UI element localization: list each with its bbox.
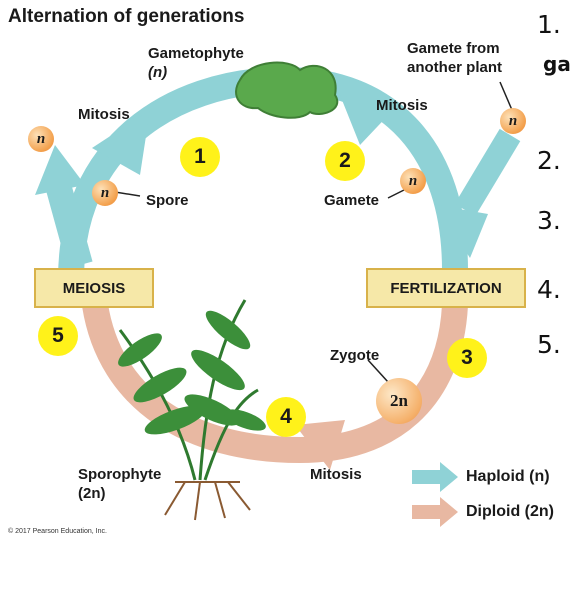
- other-plant-gamete-cell: n: [500, 108, 526, 134]
- legend-haploid-label: Haploid (n): [466, 468, 550, 485]
- other-gamete-arrow: [454, 128, 521, 217]
- handwritten-scribble: ga: [543, 52, 571, 76]
- meiosis-box: MEIOSIS: [34, 268, 154, 308]
- handwritten-item-3: 3.: [537, 206, 561, 235]
- gamete-cell: n: [400, 168, 426, 194]
- diploid-arc: [82, 302, 468, 464]
- gametophyte-image: [235, 61, 339, 119]
- zygote-label: Zygote: [330, 347, 380, 364]
- haploid-arrowhead-right: [340, 95, 395, 145]
- legend-haploid-arrow: [412, 462, 458, 492]
- handwritten-item-5: 5.: [537, 330, 561, 359]
- gametophyte-label: Gametophyte: [148, 45, 244, 62]
- mitosis-right-label: Mitosis: [376, 97, 428, 114]
- spore-label: Spore: [146, 192, 189, 209]
- spore-cell: n: [92, 180, 118, 206]
- step-marker-3: 3: [447, 338, 487, 378]
- step-marker-4: 4: [266, 397, 306, 437]
- gamete-from-label-line1: Gamete from: [407, 40, 500, 57]
- haploid-cell-left: n: [28, 126, 54, 152]
- mitosis-left-label: Mitosis: [78, 106, 130, 123]
- diagram-title: Alternation of generations: [8, 6, 245, 27]
- gamete-label: Gamete: [324, 192, 380, 209]
- step-marker-2: 2: [325, 141, 365, 181]
- handwritten-item-4: 4.: [537, 275, 561, 304]
- sporophyte-label: Sporophyte: [78, 466, 162, 483]
- fertilization-box: FERTILIZATION: [366, 268, 526, 308]
- zygote-cell: 2n: [376, 378, 422, 424]
- legend-diploid-arrow: [412, 497, 458, 527]
- haploid-arrowhead-left: [92, 110, 150, 175]
- meiosis-to-spore-arrow: [45, 181, 93, 269]
- mitosis-bottom-label: Mitosis: [310, 466, 362, 483]
- legend-diploid-label: Diploid (2n): [466, 503, 554, 520]
- diploid-arrowhead: [295, 420, 345, 470]
- handwritten-item-2: 2.: [537, 146, 561, 175]
- step-marker-5: 5: [38, 316, 78, 356]
- meiosis-arrowhead: [35, 145, 85, 195]
- sporophyte-ploidy-label: (2n): [78, 485, 106, 502]
- copyright-notice: © 2017 Pearson Education, Inc.: [8, 528, 107, 535]
- gamete-from-label-line2: another plant: [407, 59, 503, 76]
- gametophyte-ploidy-label: (n): [148, 64, 168, 81]
- other-gamete-arrowhead: [436, 205, 488, 258]
- step-marker-1: 1: [180, 137, 220, 177]
- handwritten-item-1: 1.: [537, 10, 561, 39]
